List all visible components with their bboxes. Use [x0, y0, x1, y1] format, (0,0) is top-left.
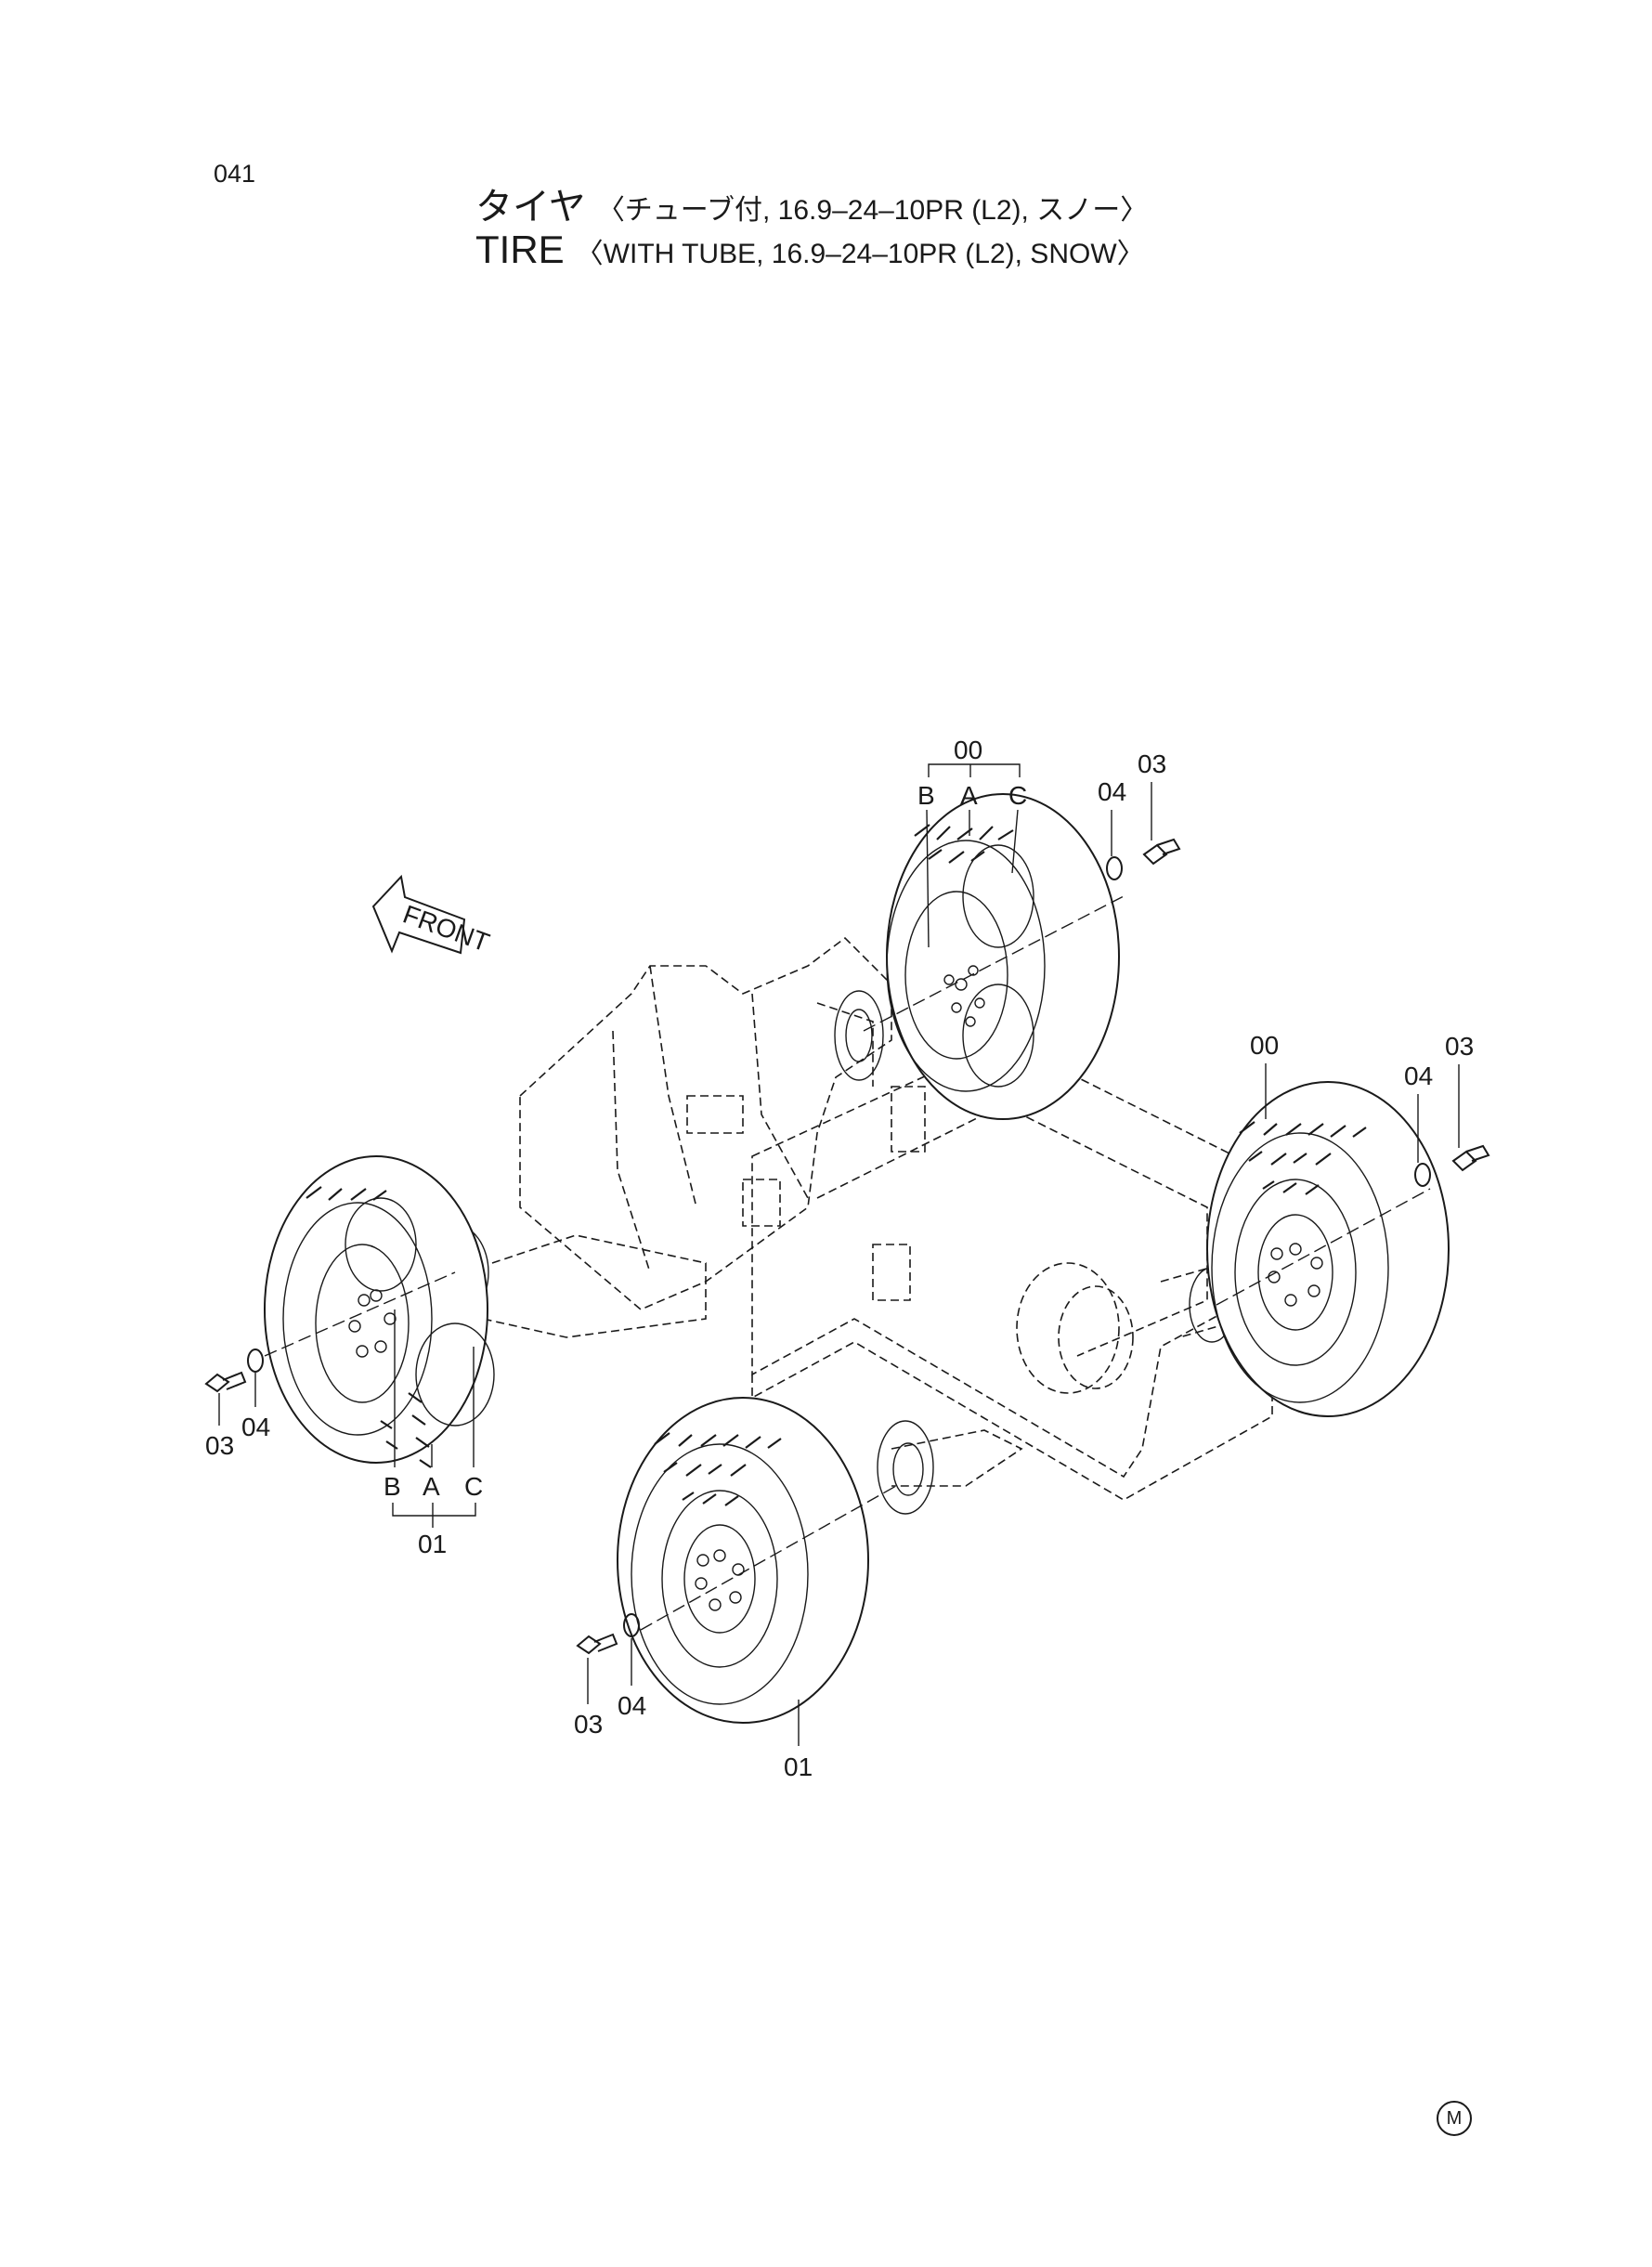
page-title-jp: タイヤ〈チューブ付, 16.9–24–10PR (L2), スノー〉	[475, 176, 1148, 230]
tire-rear-left	[886, 793, 1120, 1120]
page-title-en: TIRE 〈WITH TUBE, 16.9–24–10PR (L2), SNOW〉	[475, 228, 1145, 272]
bolt-rear-right-icon	[1451, 1144, 1490, 1172]
callout-front-left-a: A	[423, 1472, 440, 1501]
callout-front-right-bolt: 03	[574, 1710, 603, 1739]
subtitle-en-text: 〈WITH TUBE, 16.9–24–10PR (L2), SNOW〉	[575, 239, 1145, 269]
callout-rear-left-c: C	[1008, 781, 1027, 810]
callout-front-left-c: C	[464, 1472, 483, 1501]
bolt-rear-left-icon	[1142, 838, 1181, 866]
subtitle-jp-text: 〈チューブ付, 16.9–24–10PR (L2), スノー〉	[596, 195, 1149, 226]
callout-rear-left-bolt: 03	[1138, 749, 1166, 778]
title-en-text: TIRE	[475, 228, 565, 271]
bolt-front-left-icon	[204, 1371, 247, 1393]
tire-front-left	[264, 1155, 495, 1468]
callout-rear-left-assy: 00	[954, 736, 982, 764]
callout-rear-right-assy: 00	[1250, 1031, 1279, 1060]
callout-front-right-washer: 04	[618, 1691, 646, 1720]
callout-front-left-group: 03 04 B A C 01	[205, 1309, 483, 1558]
undercarriage-frame	[417, 936, 1273, 1515]
revision-mark-icon: M	[1437, 2101, 1472, 2136]
callout-front-right-assy: 01	[784, 1752, 813, 1781]
callout-rear-right-group: 00 04 03	[1250, 1031, 1474, 1163]
callout-rear-left-b: B	[917, 781, 935, 810]
callout-front-left-bolt: 03	[205, 1431, 234, 1460]
tire-front-right	[617, 1397, 869, 1724]
front-arrow-icon: FRONT	[371, 874, 493, 958]
washer-rear-right-icon	[1414, 1163, 1431, 1187]
page-number: 041	[214, 160, 256, 188]
washer-front-left-icon	[247, 1348, 264, 1373]
callout-front-left-b: B	[384, 1472, 401, 1501]
callout-rear-left-a: A	[960, 781, 978, 810]
callout-rear-left-group: 00 B A C 04 03	[917, 736, 1166, 948]
title-jp-text: タイヤ	[475, 187, 586, 228]
tire-rear-right	[1206, 1081, 1450, 1417]
washer-front-right-icon	[623, 1613, 640, 1637]
bolt-front-right-icon	[576, 1633, 618, 1655]
callout-rear-left-washer: 04	[1098, 777, 1126, 806]
callout-rear-right-bolt: 03	[1445, 1032, 1474, 1061]
washer-rear-left-icon	[1106, 856, 1123, 880]
callout-front-right-group: 03 04 01	[574, 1638, 813, 1781]
callout-rear-right-washer: 04	[1404, 1062, 1433, 1090]
callout-front-left-washer: 04	[241, 1413, 270, 1441]
callout-front-left-assy: 01	[418, 1530, 447, 1558]
